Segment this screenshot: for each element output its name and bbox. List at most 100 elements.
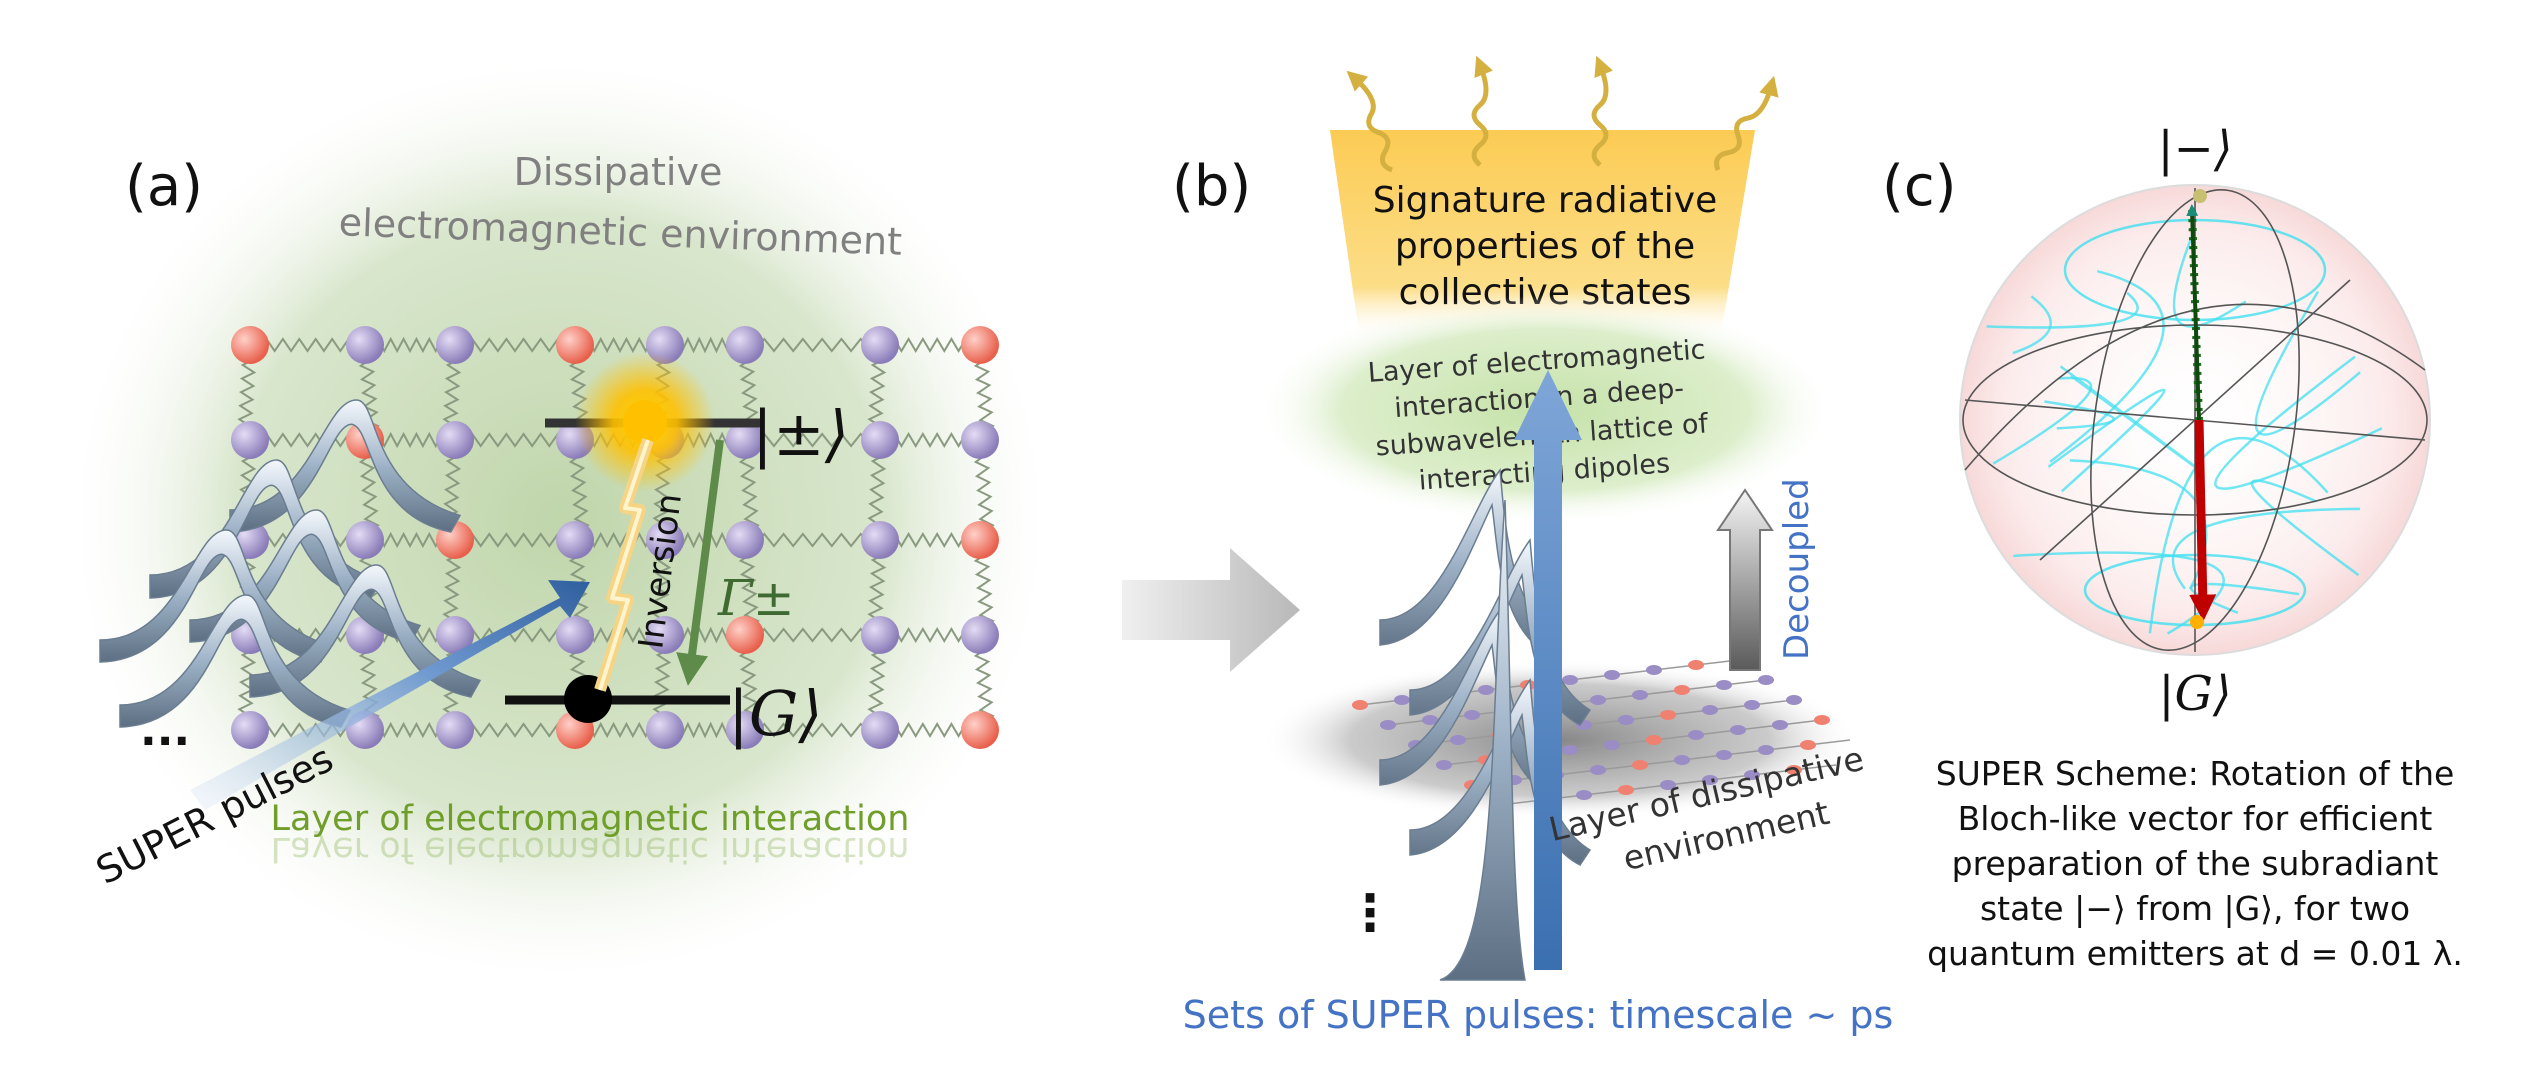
excited-atom xyxy=(623,400,667,444)
pulses-caption: Sets of SUPER pulses: timescale ~ ps xyxy=(1183,993,1894,1037)
super-pulses xyxy=(99,399,482,728)
disc-atom-red xyxy=(1688,660,1704,670)
lattice-spring xyxy=(454,532,576,548)
transition-arrow xyxy=(1122,548,1300,672)
lattice-spring xyxy=(454,722,576,738)
trajectory-segment xyxy=(2049,269,2165,463)
lattice-atom-red xyxy=(726,616,764,654)
disc-atom-purple xyxy=(1786,695,1802,705)
decoupled-arrow xyxy=(1716,488,1774,671)
disc-atom-purple xyxy=(1380,720,1396,730)
decay-arrow xyxy=(676,439,724,686)
lattice-atom-purple xyxy=(961,616,999,654)
lattice-atom-purple xyxy=(861,616,899,654)
lattice-atom-purple xyxy=(726,421,764,459)
lattice-atom-purple xyxy=(646,616,684,654)
radiative-glow xyxy=(1330,130,1755,340)
lattice-atom-purple xyxy=(726,521,764,559)
trajectory-segment xyxy=(1986,291,2139,329)
decoupled-label: Decoupled xyxy=(1777,478,1817,660)
lattice-spring xyxy=(249,432,366,448)
disc-atom-purple xyxy=(1576,790,1592,800)
lattice-spring xyxy=(454,432,576,448)
lattice-atom-purple xyxy=(556,521,594,559)
disc-atom-red xyxy=(1352,700,1368,710)
disc-atom-purple xyxy=(1450,735,1466,745)
caption-line-4: state |−⟩ from |G⟩, for two xyxy=(1980,889,2410,928)
lattice-atom-purple xyxy=(726,326,764,364)
lattice-atom-purple xyxy=(646,711,684,749)
disc-atom-purple xyxy=(1604,740,1620,750)
lattice-spring xyxy=(744,722,881,738)
excitation-arrow xyxy=(1514,370,1582,970)
environment-title-1: Dissipative xyxy=(514,150,723,194)
disc-atom-purple xyxy=(1758,675,1774,685)
disc-atom-purple xyxy=(1464,710,1480,720)
trajectory-segment xyxy=(2148,436,2329,634)
disc-atom-purple xyxy=(1744,770,1760,780)
pulse-shape-b-tall xyxy=(1439,499,1526,981)
caption-line-5: quantum emitters at d = 0.01 λ. xyxy=(1927,934,2463,973)
bottom-state-label: |G⟩ xyxy=(2158,666,2231,722)
pulse-shape xyxy=(249,564,482,698)
lattice-atom-purple xyxy=(436,711,474,749)
lattice-spring xyxy=(744,337,881,353)
lattice-atom-red xyxy=(961,326,999,364)
disc-atom-purple xyxy=(1422,715,1438,725)
lattice-atom-red xyxy=(961,521,999,559)
trajectory-segment xyxy=(2172,235,2247,328)
lattice-atom-purple xyxy=(861,521,899,559)
layer-label-reflection: Layer of electromagnetic interaction xyxy=(271,829,910,869)
disc-atom-red xyxy=(1660,710,1676,720)
disc-atom-purple xyxy=(1716,750,1732,760)
ground-state-label: |G⟩ xyxy=(728,677,823,750)
disc-atom-purple xyxy=(1730,725,1746,735)
disc-atom-purple xyxy=(1604,670,1620,680)
lattice-atom-red xyxy=(961,711,999,749)
trajectory-segment xyxy=(2047,388,2166,493)
disc-atom-purple xyxy=(1744,700,1760,710)
disc-atom-red xyxy=(1632,760,1648,770)
target-marker xyxy=(2193,189,2207,203)
lattice-spring xyxy=(744,627,881,643)
lattice-atom-purple xyxy=(436,421,474,459)
lattice-spring xyxy=(249,337,366,353)
disc-atom-purple xyxy=(1716,680,1732,690)
lattice-atom-purple xyxy=(231,421,269,459)
lattice-spring xyxy=(744,432,881,448)
initial-state-vector xyxy=(2189,419,2217,622)
lattice-atom-purple xyxy=(961,421,999,459)
excited-state-label: |±⟩ xyxy=(752,397,849,470)
disc-atom-purple xyxy=(1436,760,1452,770)
pulses-b-ellipsis: ⋮ xyxy=(1345,884,1395,942)
trajectory-segment xyxy=(2254,290,2361,436)
disc-atom-red xyxy=(1646,735,1662,745)
radiative-line-1: Signature radiative xyxy=(1373,180,1717,221)
disc-atom-purple xyxy=(1660,780,1676,790)
lattice-atom-purple xyxy=(646,521,684,559)
disc-atom-purple xyxy=(1590,765,1606,775)
disc-atom-red xyxy=(1814,715,1830,725)
caption-line-1: SUPER Scheme: Rotation of the xyxy=(1936,754,2455,793)
decay-rate-label: Γ± xyxy=(717,569,795,627)
disc-atom-purple xyxy=(1674,755,1690,765)
caption-line-2: Bloch-like vector for efficient xyxy=(1958,799,2433,838)
lattice-atom-purple xyxy=(861,711,899,749)
trajectory-segment xyxy=(2012,295,2052,355)
disc-atom-red xyxy=(1786,765,1802,775)
disc-atom-purple xyxy=(1478,685,1494,695)
panel-b: (b) Signature radiative properties of th… xyxy=(1172,55,1894,1037)
lattice-atom-red xyxy=(231,326,269,364)
lattice-atom-purple xyxy=(346,521,384,559)
pulses-arrow xyxy=(190,580,590,810)
lattice-spring xyxy=(744,532,881,548)
lattice-atom-red xyxy=(556,326,594,364)
disc-atom-purple xyxy=(1702,775,1718,785)
disc-atom-purple xyxy=(1590,695,1606,705)
layer-label: Layer of electromagnetic interaction xyxy=(271,799,910,839)
disc-atom-purple xyxy=(1632,690,1648,700)
top-state-label: |−⟩ xyxy=(2157,121,2232,177)
lattice-atom-purple xyxy=(346,326,384,364)
trajectory-segment xyxy=(1992,376,2093,465)
